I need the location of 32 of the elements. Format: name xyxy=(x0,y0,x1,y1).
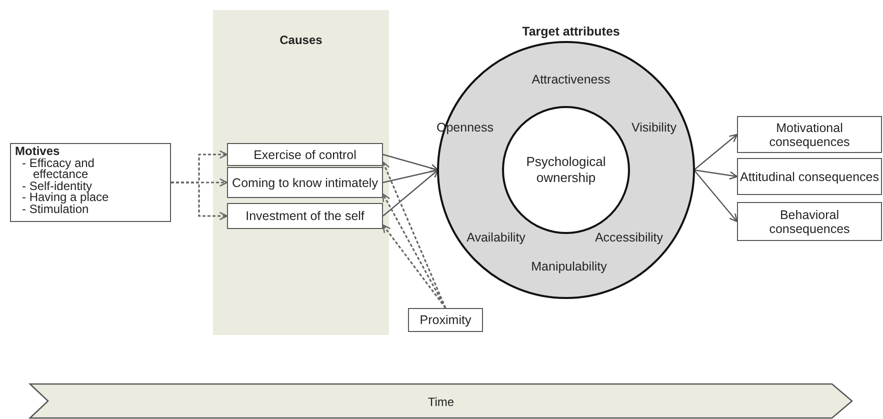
dashed-arrow xyxy=(382,224,446,308)
attribute-label: Manipulability xyxy=(531,260,607,274)
arrow xyxy=(382,167,439,184)
causes-panel xyxy=(213,10,389,335)
attribute-label: Visibility xyxy=(632,122,676,134)
box-heading: Motives xyxy=(15,146,61,158)
chevron-label: Time xyxy=(426,396,456,409)
arrow xyxy=(694,134,738,170)
list-item: - Stimulation xyxy=(21,204,89,215)
process-box: Exercise of control xyxy=(227,143,383,166)
process-box: Attitudinal consequences xyxy=(737,158,882,195)
attribute-label: Attractiveness xyxy=(532,74,610,86)
attribute-label: Availability xyxy=(466,232,526,244)
dashed-arrow xyxy=(382,193,446,308)
motives-box xyxy=(10,143,171,222)
list-item: - Self-identity xyxy=(21,180,92,192)
process-box: Motivational consequences xyxy=(737,116,882,153)
arrow xyxy=(694,170,738,222)
dashed-arrow xyxy=(382,161,446,308)
panel-heading: Causes xyxy=(278,34,324,47)
process-box: Coming to know intimately xyxy=(227,167,383,198)
arrow xyxy=(382,169,439,216)
arrow xyxy=(382,154,439,172)
process-box: Proximity xyxy=(408,308,483,332)
ring-heading: Target attributes xyxy=(522,26,620,38)
list-item: - Having a place xyxy=(21,192,110,204)
process-box: Investment of the self xyxy=(227,203,383,229)
dashed-arrow xyxy=(171,182,228,220)
list-item: - Efficacy and effectance xyxy=(21,158,96,180)
arrow xyxy=(694,169,738,180)
process-box: Behavioral consequences xyxy=(737,202,882,241)
attribute-label: Accessibility xyxy=(594,232,664,244)
